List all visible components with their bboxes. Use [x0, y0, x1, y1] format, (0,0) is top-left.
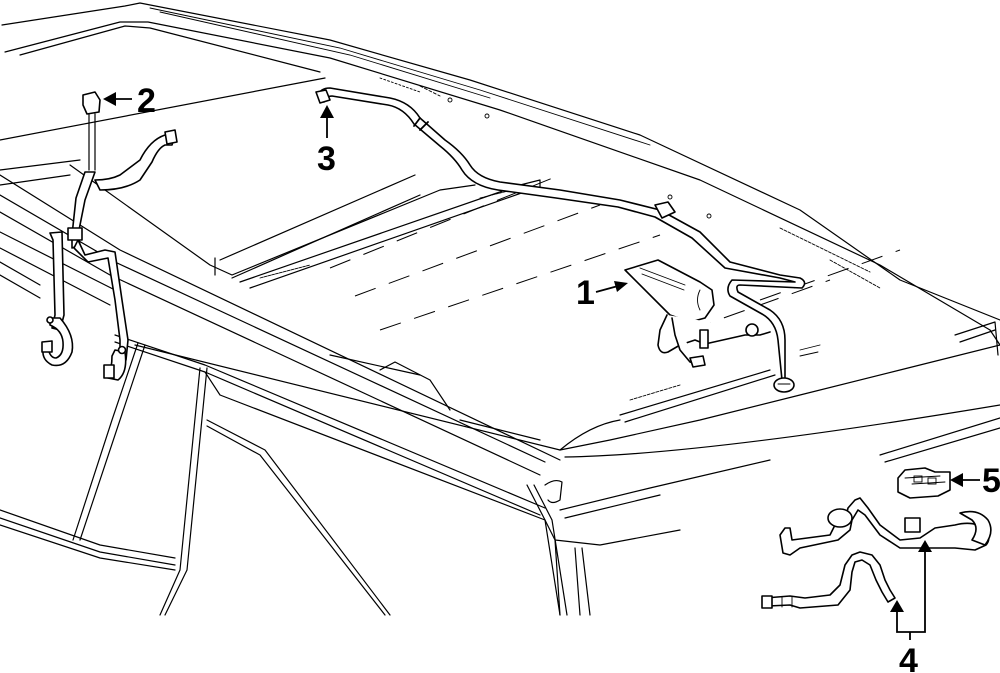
roof-outline: [0, 2, 1000, 519]
svg-text:5: 5: [982, 462, 1000, 500]
left-pillar-harness: [41, 91, 178, 381]
callout-5: 5: [950, 462, 1000, 500]
callout-1: 1: [576, 274, 628, 312]
svg-text:3: 3: [317, 140, 336, 178]
callout-2: 2: [103, 82, 156, 120]
svg-text:2: 2: [137, 82, 156, 120]
callout-3: 3: [317, 105, 336, 178]
liftgate-harness: [761, 497, 992, 609]
roof-harness: [315, 87, 806, 393]
svg-text:1: 1: [576, 274, 595, 312]
liftgate-module: [897, 467, 951, 499]
callout-4: 4: [890, 540, 932, 673]
body-side: [0, 174, 681, 616]
svg-text:4: 4: [899, 642, 918, 673]
high-mount-stop-lamp: [624, 259, 771, 368]
